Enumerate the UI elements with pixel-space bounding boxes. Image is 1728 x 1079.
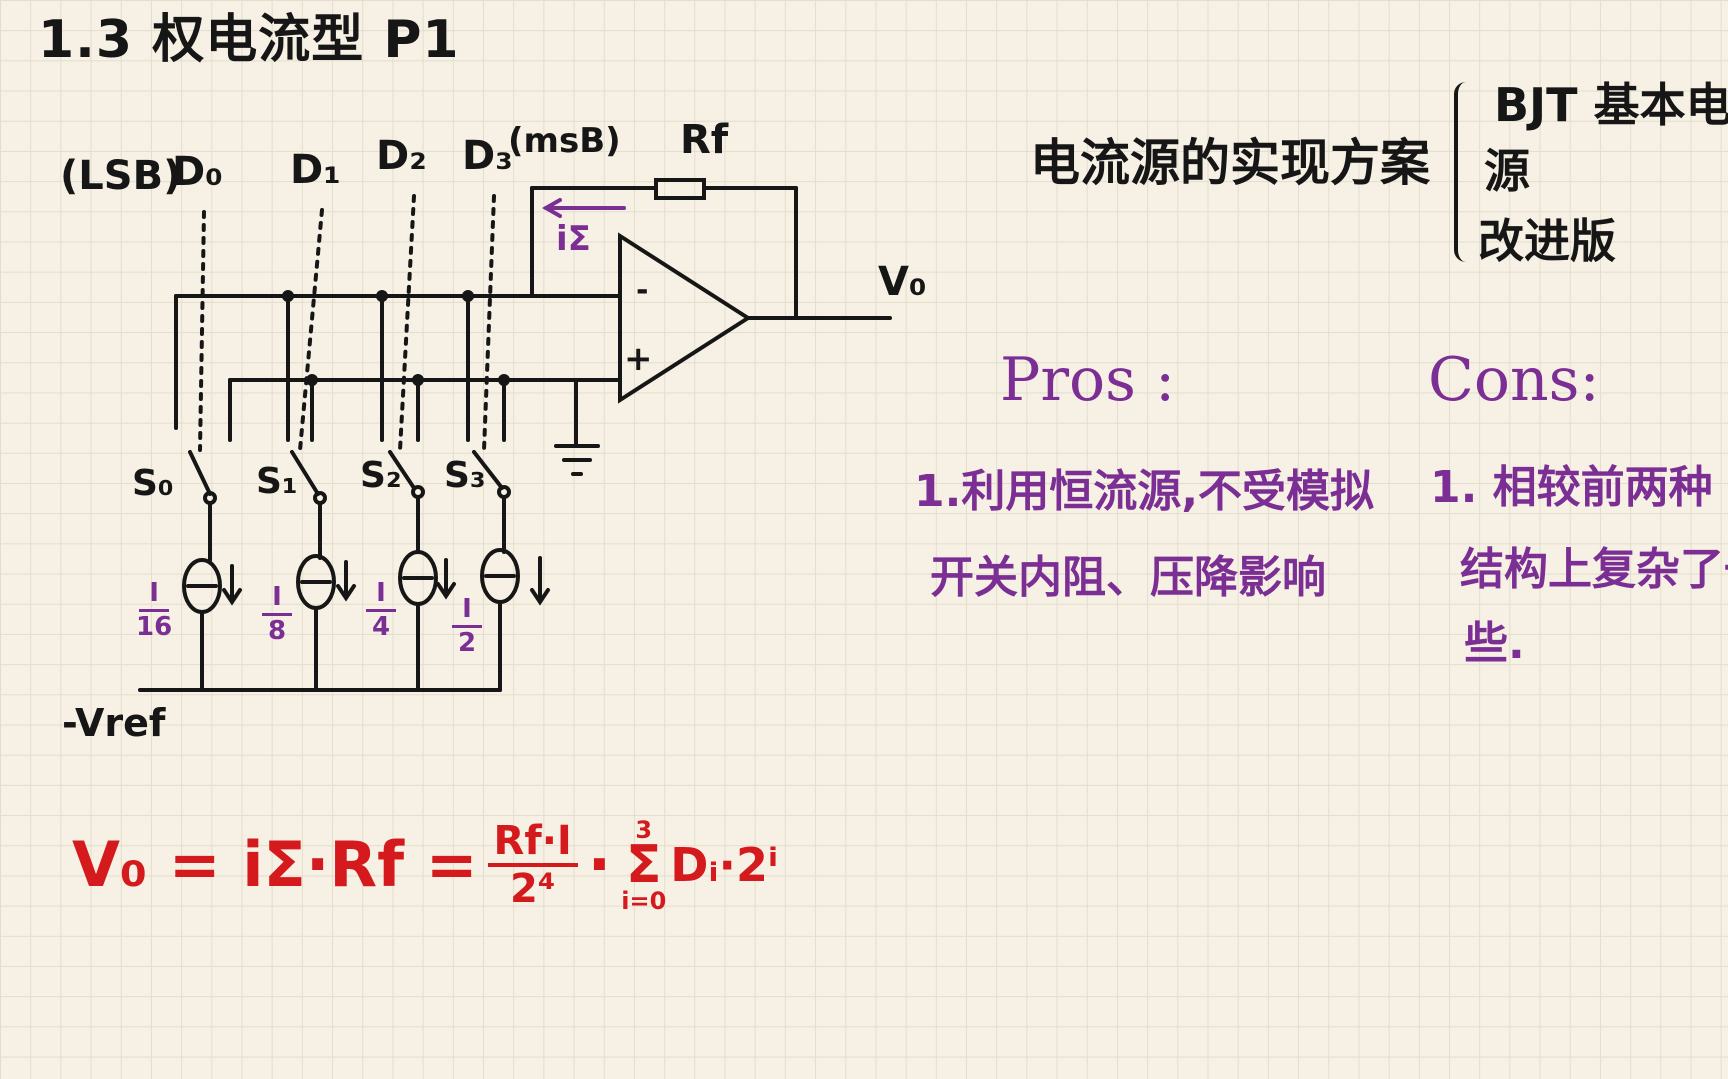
s0-label: S₀: [132, 463, 174, 504]
scheme-option: 源: [1484, 144, 1530, 198]
vo-label: V₀: [878, 259, 927, 305]
scheme-title: 电流源的实现方案: [1030, 134, 1430, 192]
cons-heading: Cons:: [1428, 345, 1600, 415]
d1-label: D₁: [290, 147, 341, 193]
lsb-label: (LSB): [60, 153, 182, 199]
formula-lhs: V₀ = iΣ·Rf =: [72, 828, 478, 902]
cons-line: 1. 相较前两种: [1430, 462, 1713, 513]
pros-heading: Pros :: [1000, 345, 1176, 415]
d0-label: D₀: [172, 149, 223, 195]
s3-label: S₃: [444, 455, 486, 496]
vref-label: -Vref: [62, 701, 166, 745]
pros-line: 开关内阻、压降影响: [930, 552, 1326, 603]
cons-line: 结构上复杂了一: [1460, 544, 1728, 595]
page-title: 1.3 权电流型 P1: [38, 10, 460, 70]
rf-label: Rf: [680, 117, 729, 163]
scheme-option: 改进版: [1478, 214, 1616, 268]
i-sigma-label: iΣ: [556, 219, 591, 259]
cons-line: 些.: [1464, 618, 1525, 669]
s2-label: S₂: [360, 455, 402, 496]
pros-line: 1.利用恒流源,不受模拟: [914, 466, 1375, 517]
formula-tail: Dᵢ·2ⁱ: [670, 838, 779, 893]
opamp-minus-label: -: [636, 273, 649, 308]
msb-label: (msB): [508, 121, 621, 161]
brace: [1454, 82, 1472, 262]
d2-label: D₂: [376, 133, 427, 179]
sum-symbol: 3 Σ i=0: [621, 816, 667, 915]
opamp-plus-label: +: [624, 339, 653, 379]
s1-label: S₁: [256, 461, 298, 502]
scheme-option: BJT 基本电流: [1494, 78, 1728, 132]
formula-dot: ·: [587, 828, 612, 902]
d3-label: D₃: [462, 133, 513, 179]
